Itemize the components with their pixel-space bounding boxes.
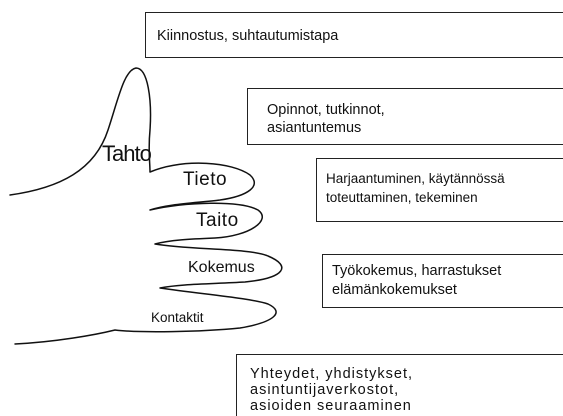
box-opinnot-text: Opinnot, tutkinnot, asiantuntemus (267, 101, 385, 137)
box-kiinnostus: Kiinnostus, suhtautumistapa (145, 12, 563, 58)
box-kiinnostus-text: Kiinnostus, suhtautumistapa (157, 28, 338, 44)
box-harjaantuminen-text: Harjaantuminen, käytännössä toteuttamine… (326, 169, 505, 207)
box-opinnot: Opinnot, tutkinnot, asiantuntemus (247, 88, 563, 145)
label-tieto: Tieto (183, 170, 227, 189)
box-tyokokemus: Työkokemus, harrastukset elämänkokemukse… (322, 254, 563, 308)
hand-contour (10, 68, 282, 344)
label-kokemus: Kokemus (188, 260, 255, 276)
box-tyokokemus-text: Työkokemus, harrastukset elämänkokemukse… (332, 262, 501, 300)
box-yhteydet-text: Yhteydet, yhdistykset, asintuntijaverkos… (250, 366, 413, 414)
box-harjaantuminen: Harjaantuminen, käytännössä toteuttamine… (316, 158, 563, 222)
label-taito: Taito (196, 211, 239, 230)
box-yhteydet: Yhteydet, yhdistykset, asintuntijaverkos… (236, 354, 563, 416)
label-kontaktit: Kontaktit (151, 311, 204, 325)
label-tahto: Tahto (102, 143, 151, 165)
